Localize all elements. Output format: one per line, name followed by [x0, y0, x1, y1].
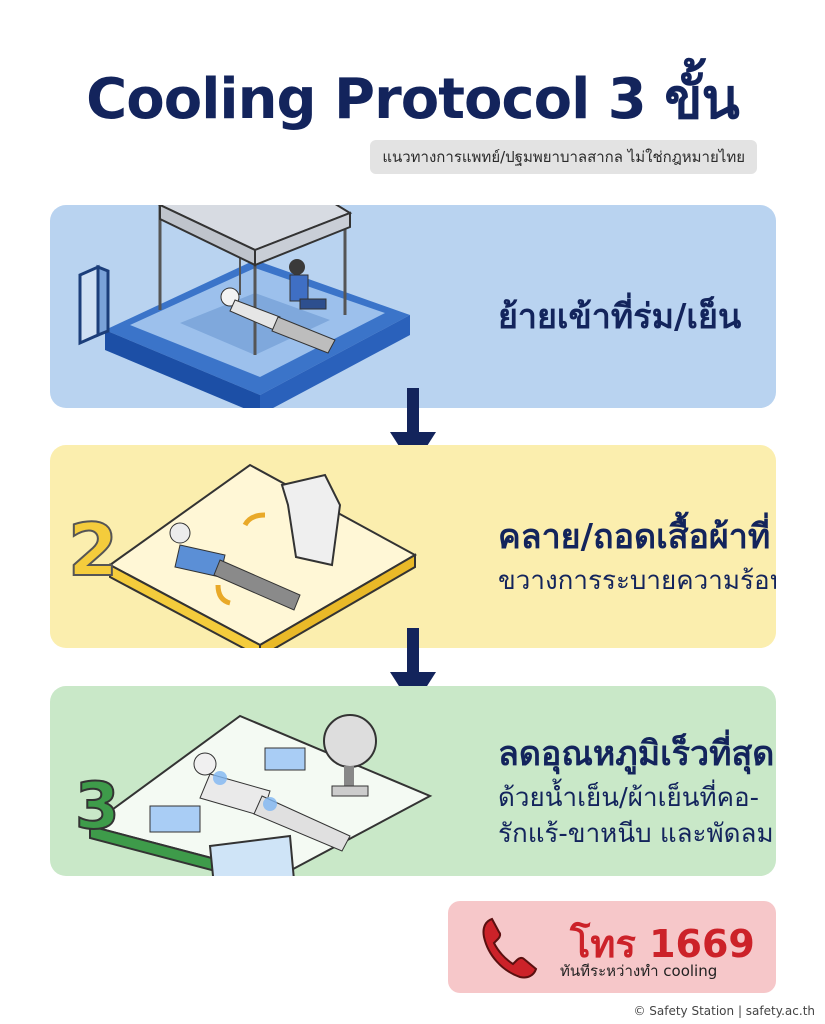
page-title: Cooling Protocol 3 ขั้น [86, 67, 740, 132]
step-3-panel: 3 ลดอุณหภูมิเร็วที่สุด ด้วยน้ำเย็น/ผ้าเย… [50, 686, 776, 876]
phone-icon [482, 917, 538, 979]
step-number-3: 3 [75, 770, 120, 844]
step-3-detail-line2: รักแร้-ขาหนีบ และพัดลม [498, 819, 774, 849]
step-1-panel: ย้ายเข้าที่ร่ม/เย็น [50, 205, 776, 408]
shade-tent-illustration [78, 205, 410, 408]
emergency-note: ทันทีระหว่างทำ cooling [560, 962, 718, 980]
cooling-illustration: 3 [74, 714, 433, 876]
step-number-1 [78, 264, 110, 346]
loosen-clothes-illustration: 2 [67, 463, 418, 648]
step-2-panel: 2 คลาย/ถอดเสื้อผ้าที่ ขวางการระบายความร้… [50, 445, 776, 648]
emergency-number: โทร 1669 [570, 922, 755, 966]
step-2-title: คลาย/ถอดเสื้อผ้าที่ [498, 517, 771, 557]
step-2-detail: ขวางการระบายความร้อน [498, 566, 776, 596]
step-1-title: ย้ายเข้าที่ร่ม/เย็น [498, 297, 742, 337]
emergency-call-box: โทร 1669 ทันทีระหว่างทำ cooling [448, 901, 776, 993]
step-3-detail-line1: ด้วยน้ำเย็น/ผ้าเย็นที่คอ- [498, 783, 760, 813]
credit-footer: © Safety Station | safety.ac.th [633, 1004, 815, 1018]
disclaimer-badge: แนวทางการแพทย์/ปฐมพยาบาลสากล ไม่ใช่กฎหมา… [370, 140, 757, 174]
step-number-2: 2 [68, 508, 118, 592]
step-3-title: ลดอุณหภูมิเร็วที่สุด [498, 734, 775, 774]
